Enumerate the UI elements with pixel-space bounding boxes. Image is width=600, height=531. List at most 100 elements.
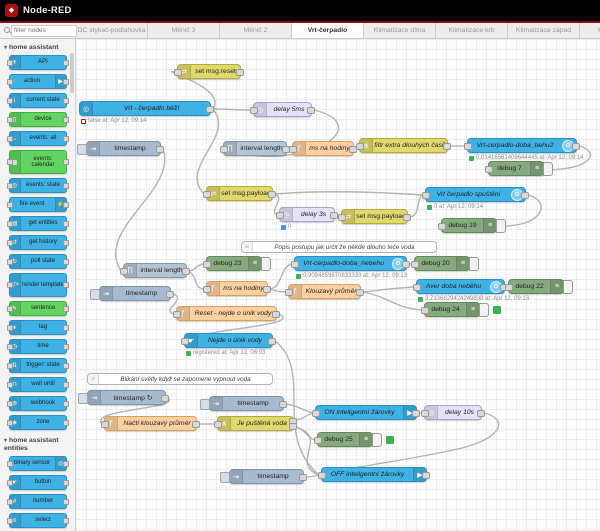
input-port[interactable] xyxy=(120,267,128,275)
debug-enable-toggle[interactable] xyxy=(469,257,479,271)
flow-node-filtr-extra-dlouhych-casu[interactable]: ⋔filtr extra dlouhých časů xyxy=(356,138,451,153)
input-port[interactable] xyxy=(411,260,419,268)
output-port[interactable] xyxy=(521,191,529,199)
output-port[interactable] xyxy=(263,285,271,293)
palette-node-button[interactable]: ☛button xyxy=(6,475,69,490)
output-port[interactable] xyxy=(443,142,451,150)
flow-node-timestamp-4[interactable]: ⇥timestamp xyxy=(220,469,307,484)
palette-category-header[interactable]: ▾home assistant xyxy=(4,44,59,51)
palette-node-time[interactable]: ◷time xyxy=(6,339,69,354)
output-port[interactable] xyxy=(161,394,169,402)
input-port[interactable] xyxy=(289,145,297,153)
flow-node-on-inteligentni-zarovky[interactable]: ON inteligentní žárovky▶ xyxy=(312,405,420,420)
palette-node-fire-event[interactable]: fire event⚡ xyxy=(6,197,69,212)
output-port[interactable] xyxy=(279,400,287,408)
flow-node-aver-doba-nebehu[interactable]: Aver doba neběhu⚙3.7136629424249838 at: … xyxy=(413,279,529,302)
flow-tab-0[interactable]: DC stykač-podlahovka xyxy=(76,23,148,38)
flow-node-debug-7[interactable]: debug 7≡ xyxy=(485,161,553,176)
flow-node-vrt-cerpadlo-doba-nebehu[interactable]: Vrt-cerpadlo-doba_nebehu⚙0.9094859670833… xyxy=(291,256,410,279)
palette-node-sentence[interactable]: ✎sentence xyxy=(6,301,69,316)
flow-tab-3[interactable]: Vrt-čerpadlo xyxy=(292,23,364,38)
flow-node-debug-24[interactable]: debug 24≡ xyxy=(421,302,501,317)
flow-node-set-msg-payload-2[interactable]: ⇄set msg.payload xyxy=(338,209,411,224)
input-port[interactable] xyxy=(285,288,293,296)
output-port[interactable] xyxy=(422,471,430,479)
palette-node-device[interactable]: ▯device xyxy=(6,112,69,127)
input-port[interactable] xyxy=(421,306,429,314)
palette-node-get-history[interactable]: ↺get history xyxy=(6,235,69,250)
flow-tab-7[interactable]: Klimatizace xyxy=(580,23,600,38)
palette-node-events-all[interactable]: →events: all xyxy=(6,131,69,146)
flow-node-vrt-cerpadlo-spusteni[interactable]: Vrt čerpadlo spuštění⚙0 at: Apr 12, 09:1… xyxy=(422,187,529,210)
palette-node-events-state[interactable]: ◎events: state xyxy=(6,178,69,193)
output-port[interactable] xyxy=(356,288,364,296)
palette-search-input[interactable] xyxy=(11,24,77,37)
input-port[interactable] xyxy=(250,106,258,114)
flow-node-timestamp-1[interactable]: ⇥timestamp xyxy=(77,141,164,156)
flow-tab-4[interactable]: Klimatizace dílna xyxy=(364,23,436,38)
flow-node-debug-20[interactable]: debug 20≡ xyxy=(411,256,479,271)
output-port[interactable] xyxy=(182,267,190,275)
output-port[interactable] xyxy=(330,211,338,219)
palette-node-binary-sensor[interactable]: binary sensor◎ xyxy=(6,456,69,471)
flow-tab-6[interactable]: Klimatizace západ xyxy=(508,23,580,38)
palette-node-wait-until[interactable]: ⊓wait until xyxy=(6,377,69,392)
flow-node-timestamp-3[interactable]: ⇥timestamp xyxy=(200,396,287,411)
input-port[interactable] xyxy=(338,213,346,221)
output-port[interactable] xyxy=(268,337,276,345)
flow-node-set-msg-reset[interactable]: ⇄set msg.reset xyxy=(174,64,244,79)
inject-button[interactable] xyxy=(78,392,88,404)
flow-tab-1[interactable]: Měnič 3 xyxy=(148,23,220,38)
debug-enable-toggle[interactable] xyxy=(372,433,382,447)
flow-node-interval-length-2[interactable]: ∏interval length xyxy=(120,263,190,278)
input-port[interactable] xyxy=(220,145,228,153)
input-port[interactable] xyxy=(203,260,211,268)
input-port[interactable] xyxy=(318,471,326,479)
inject-button[interactable] xyxy=(77,143,87,155)
output-port[interactable] xyxy=(307,106,315,114)
output-port[interactable] xyxy=(477,409,485,417)
input-port[interactable] xyxy=(464,142,472,150)
input-port[interactable] xyxy=(203,190,211,198)
flow-node-delay-5ms[interactable]: ◷delay 5ms xyxy=(250,102,315,117)
palette-node-poll-state[interactable]: ↻poll state xyxy=(6,254,69,269)
output-port[interactable] xyxy=(206,105,214,113)
flow-tab-2[interactable]: Měnič 2 xyxy=(220,23,292,38)
input-port[interactable] xyxy=(291,260,299,268)
palette-scrollbar[interactable] xyxy=(70,53,74,93)
output-port[interactable] xyxy=(572,142,580,150)
flow-node-debug-22[interactable]: debug 22≡ xyxy=(505,279,573,294)
inject-button[interactable] xyxy=(220,471,230,483)
flow-node-vrt-cerpadlo-doba-behu2[interactable]: Vrt-cerpadlo-doba_behu2⚙0.01416561409644… xyxy=(464,138,583,161)
output-port[interactable] xyxy=(403,213,411,221)
flow-node-delay-10s[interactable]: ◷delay 10s xyxy=(421,405,485,420)
flow-node-timestamp-2[interactable]: ⇥timestamp xyxy=(90,286,174,301)
input-port[interactable] xyxy=(438,222,446,230)
flow-node-set-msg-payload-1[interactable]: ⇄set msg.payload xyxy=(203,186,276,201)
palette-node-zone[interactable]: ◈zone xyxy=(6,415,69,430)
output-port[interactable] xyxy=(412,409,420,417)
input-port[interactable] xyxy=(422,191,430,199)
palette-node-webhook[interactable]: ⊚webhook xyxy=(6,396,69,411)
input-port[interactable] xyxy=(421,409,429,417)
palette-category-header[interactable]: ▾home assistant entities xyxy=(4,437,59,452)
debug-enable-toggle[interactable] xyxy=(479,303,489,317)
palette-node-action[interactable]: action▶ xyxy=(6,74,69,89)
flow-tab-5[interactable]: Klimatizace krb xyxy=(436,23,508,38)
palette-node-number[interactable]: #number xyxy=(6,494,69,509)
output-port[interactable] xyxy=(236,68,244,76)
inject-button[interactable] xyxy=(200,398,210,410)
inject-button[interactable] xyxy=(90,288,100,300)
input-port[interactable] xyxy=(174,68,182,76)
input-port[interactable] xyxy=(312,409,320,417)
input-port[interactable] xyxy=(413,283,421,291)
palette-node-render-template[interactable]: </>render template xyxy=(6,273,69,297)
input-port[interactable] xyxy=(485,165,493,173)
